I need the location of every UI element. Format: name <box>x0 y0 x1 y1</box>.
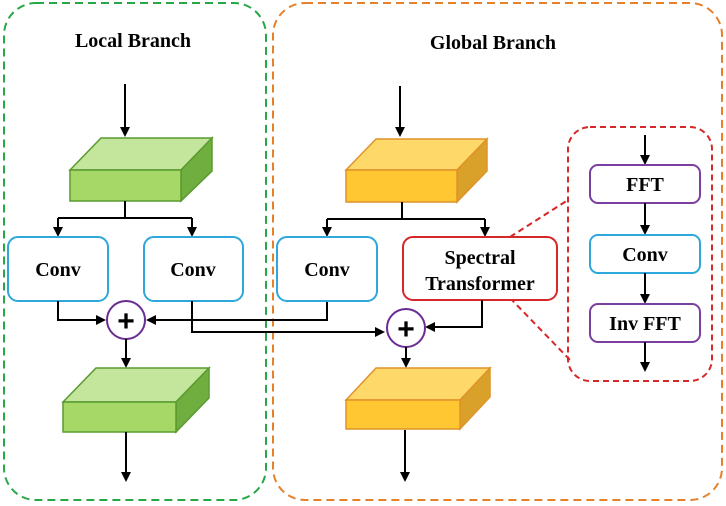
local-conv-right-box <box>143 236 244 302</box>
local-input-feature-block <box>68 136 214 203</box>
spectral-transformer-box <box>402 236 558 301</box>
local-branch-container <box>3 2 267 501</box>
global-output-feature-block <box>344 366 492 431</box>
local-plus-sign: + <box>117 305 135 338</box>
detail-conv-label: Conv <box>622 244 668 266</box>
local-output-feature-block <box>61 366 211 434</box>
spectral-zoom-line-top <box>509 199 569 238</box>
local-left-to-plus <box>57 301 106 325</box>
inv-fft-label: Inv FFT <box>609 313 681 335</box>
global-input-feature-block <box>344 137 489 204</box>
spectral-transformer-label-line2: Transformer <box>425 273 535 295</box>
local-right-to-global-plus <box>191 301 385 337</box>
global-conv-to-local-plus <box>146 301 328 325</box>
global-conv-label: Conv <box>304 259 350 281</box>
spectral-zoom-line-bottom <box>509 297 573 363</box>
local-conv-left-label: Conv <box>35 259 81 281</box>
fft-label: FFT <box>626 174 664 196</box>
global-plus-sign: + <box>397 313 415 346</box>
spectral-detail-container <box>567 126 713 382</box>
global-branch-container <box>272 2 723 501</box>
global-conv-box <box>276 236 378 302</box>
spectral-to-global-plus <box>425 300 483 332</box>
local-branch-title: Local Branch <box>75 30 191 52</box>
global-branch-title: Global Branch <box>430 32 556 54</box>
spectral-transformer-label-line1: Spectral <box>444 247 516 269</box>
local-conv-right-label: Conv <box>170 259 216 281</box>
